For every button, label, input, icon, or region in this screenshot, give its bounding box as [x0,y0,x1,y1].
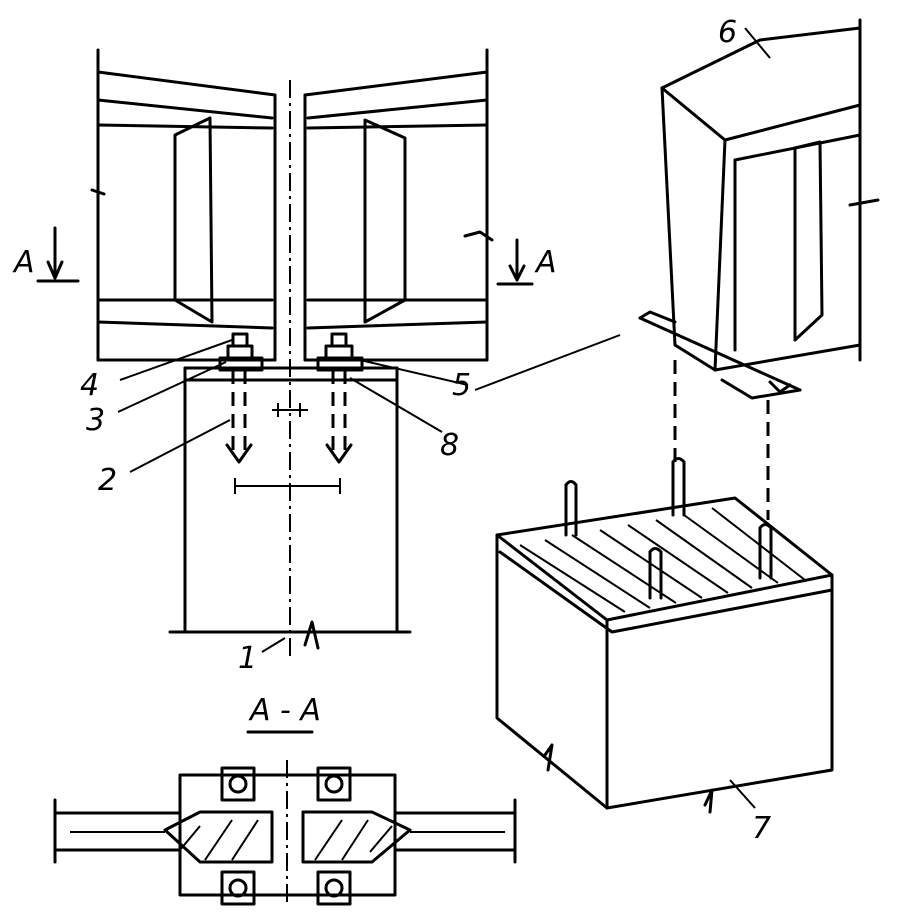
column-top-isometric [495,457,834,814]
label-8: 8 [440,428,459,463]
label-7: 7 [752,811,771,846]
leader-lines [117,27,771,809]
bolt-left [218,332,264,464]
label-6: 6 [718,15,737,50]
section-label-right: A [534,245,557,280]
dimension-lines [234,403,341,494]
label-1: 1 [238,641,257,676]
bolt-right [316,332,364,464]
section-title: A - A [248,693,321,728]
label-2: 2 [98,463,117,498]
panel-isometric [638,18,880,400]
label-4: 4 [80,368,99,403]
left-panel [90,48,277,362]
right-panel [303,48,494,362]
guide-dashes [673,360,770,520]
label-5: 5 [452,368,471,403]
section-marker-right [496,238,534,286]
label-3: 3 [86,403,105,438]
section-label-left: A [12,245,35,280]
section-marker-left [36,226,80,283]
section-view [53,760,517,906]
